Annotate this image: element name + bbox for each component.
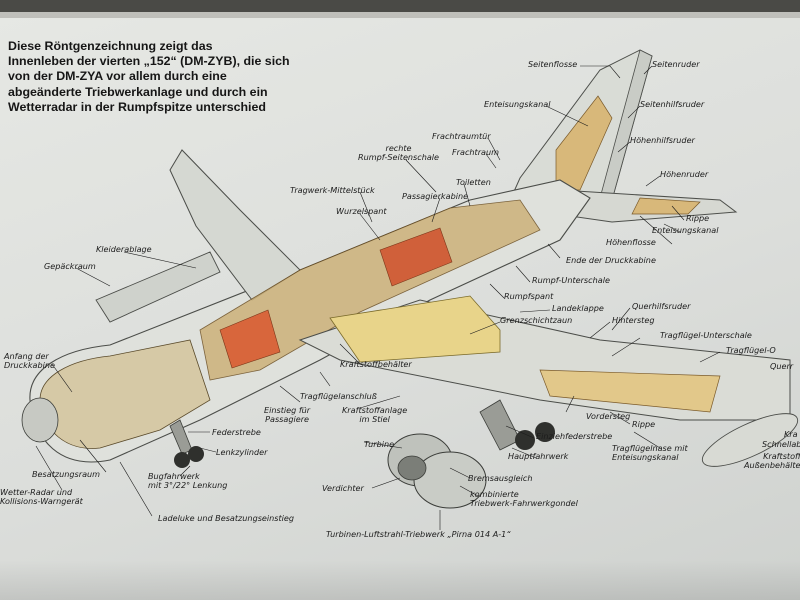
intro-line: von der DM-ZYA vor allem durch eine bbox=[8, 69, 227, 84]
label-line: Tragflügelnase mit bbox=[612, 443, 688, 453]
label-hintersteg: Hintersteg bbox=[612, 315, 655, 325]
label-einstieg-passagiere: Einstieg für Passagiere bbox=[264, 405, 311, 425]
label-line: Kraftstoffanlage bbox=[342, 405, 408, 415]
label-turbine: Turbine bbox=[364, 439, 395, 449]
label-tragfluegel-oberschale: Tragflügel-O bbox=[726, 345, 776, 355]
label-rechte-rumpf-seitenschale: rechte Rumpf-Seitenschale bbox=[358, 143, 440, 163]
label-hoehenruder: Höhenruder bbox=[660, 169, 709, 179]
label-tragfluegelnase: Tragflügelnase mit Enteisungskanal bbox=[612, 443, 688, 463]
main-wheel-1 bbox=[515, 430, 535, 450]
poster-top-edge bbox=[0, 12, 800, 18]
label-bugfahrwerk: Bugfahrwerk mit 3°/22° Lenkung bbox=[148, 471, 228, 491]
label-line: Wetter-Radar und bbox=[0, 487, 73, 497]
intro-line: Innenleben der vierten „152“ (DM-ZYB), d… bbox=[8, 54, 290, 69]
nose-wheel-2 bbox=[188, 446, 204, 462]
label-line: mit 3°/22° Lenkung bbox=[148, 480, 228, 491]
external-fuel-tank bbox=[701, 413, 799, 467]
label-line: Anfang der bbox=[4, 351, 49, 361]
label-landeklappe: Landeklappe bbox=[552, 303, 604, 313]
label-tragwerk-mittelstueck: Tragwerk-Mittelstück bbox=[290, 185, 375, 195]
label-line: rechte bbox=[385, 143, 412, 153]
label-seitenhilfsruder: Seitenhilfsruder bbox=[640, 99, 705, 109]
intro-caption: Diese Röntgenzeichnung zeigt das Innenle… bbox=[8, 39, 338, 115]
label-kombinierte-gondel: kombinierte Triebwerk-Fahrwerkgondel bbox=[470, 489, 578, 509]
label-line: Kraftstoff- bbox=[763, 451, 800, 461]
intro-line: Diese Röntgenzeichnung zeigt das bbox=[8, 39, 213, 53]
label-wetter-radar: Wetter-Radar und Kollisions-Warngerät bbox=[0, 487, 83, 507]
wing-fuel-tank bbox=[329, 295, 501, 363]
label-ende-druckkabine: Ende der Druckkabine bbox=[566, 255, 656, 265]
label-schnellablass: Schnellab bbox=[762, 439, 800, 449]
passenger-cabin-cutaway bbox=[199, 199, 541, 381]
label-einziehfederstrebe: Einziehfederstrebe bbox=[536, 431, 613, 441]
poster-top-frame bbox=[0, 0, 800, 12]
label-besatzungsraum: Besatzungsraum bbox=[32, 469, 101, 479]
main-wheel-2 bbox=[535, 422, 555, 442]
label-line: Einstieg für bbox=[264, 405, 311, 415]
label-line: Bugfahrwerk bbox=[148, 471, 200, 481]
label-seitenflosse: Seitenflosse bbox=[528, 59, 578, 69]
label-line: kombinierte bbox=[470, 489, 519, 499]
label-toiletten: Toiletten bbox=[456, 177, 491, 187]
label-rippe-tail: Rippe bbox=[686, 213, 710, 223]
poster-bottom-shade bbox=[0, 560, 800, 600]
label-line: Druckkabine bbox=[4, 360, 55, 371]
main-landing-gear bbox=[479, 399, 521, 451]
intro-line: Wetterradar in der Rumpfspitze unterschi… bbox=[8, 99, 266, 114]
label-line: im Stiel bbox=[359, 414, 390, 425]
label-kleiderablage: Kleiderablage bbox=[96, 244, 152, 254]
label-federstrebe: Federstrebe bbox=[212, 427, 261, 437]
label-enteisungskanal-fin: Enteisungskanal bbox=[484, 99, 551, 109]
label-lenkzylinder: Lenkzylinder bbox=[216, 447, 268, 457]
label-anfang-druckkabine: Anfang der Druckkabine bbox=[4, 351, 55, 371]
label-kraftstoff-truncated: Kra bbox=[784, 429, 798, 439]
label-kraftstoffanlage: Kraftstoffanlage im Stiel bbox=[342, 405, 408, 425]
label-passagierkabine: Passagierkabine bbox=[402, 191, 469, 201]
label-ladeluke: Ladeluke und Besatzungseinstieg bbox=[158, 513, 295, 523]
label-kraftstoff-aussenbehaelter: Kraftstoff- Außenbehälter bbox=[744, 451, 800, 471]
label-tragfluegelanschluss: Tragflügelanschluß bbox=[300, 391, 377, 401]
label-wurzelspant: Wurzelspant bbox=[336, 206, 387, 216]
forward-seats bbox=[219, 309, 281, 369]
label-hoehenhilfsruder: Höhenhilfsruder bbox=[630, 135, 695, 145]
engine-intake bbox=[397, 455, 427, 481]
label-seitenruder: Seitenruder bbox=[652, 59, 700, 69]
forward-engine-nacelles bbox=[95, 251, 221, 323]
wing-box-structure bbox=[539, 369, 721, 413]
label-verdichter: Verdichter bbox=[322, 483, 364, 493]
label-hauptfahrwerk: Hauptfahrwerk bbox=[508, 451, 569, 461]
intro-line: abgeänderte Triebwerkanlage und durch ei… bbox=[8, 84, 268, 99]
label-rippe-wing: Rippe bbox=[632, 419, 656, 429]
label-hoehenflosse: Höhenflosse bbox=[606, 237, 656, 247]
label-vordersteg: Vordersteg bbox=[586, 411, 631, 421]
label-line: Passagiere bbox=[265, 414, 310, 425]
leader-lines bbox=[35, 65, 721, 530]
stabilizer-de-icing-structure bbox=[631, 197, 701, 215]
label-line: Kollisions-Warngerät bbox=[0, 496, 83, 507]
label-querruder: Querr bbox=[770, 361, 794, 371]
cabin-seats bbox=[379, 227, 453, 287]
label-tragfluegel-unterschale: Tragflügel-Unterschale bbox=[660, 330, 752, 340]
label-frachtraum: Frachtraum bbox=[452, 147, 499, 157]
label-bremsausgleich: Bremsausgleich bbox=[468, 473, 533, 483]
label-line: Rumpf-Seitenschale bbox=[358, 152, 440, 163]
label-triebwerk-pirna: Turbinen-Luftstrahl-Triebwerk „Pirna 014… bbox=[326, 529, 511, 539]
label-line: Enteisungskanal bbox=[612, 452, 679, 463]
label-gepaeckraum: Gepäckraum bbox=[44, 261, 96, 271]
label-rumpf-unterschale: Rumpf-Unterschale bbox=[532, 275, 610, 285]
label-grenzschichtzaun: Grenzschichtzaun bbox=[500, 315, 573, 325]
nose-wheel-1 bbox=[174, 452, 190, 468]
label-querhilfsruder: Querhilfsruder bbox=[632, 301, 691, 311]
label-kraftstoffbehaelter: Kraftstoffbehälter bbox=[340, 359, 412, 369]
label-frachtraumtuer: Frachtraumtür bbox=[432, 131, 491, 141]
label-line: Triebwerk-Fahrwerkgondel bbox=[470, 498, 578, 509]
label-enteisungskanal-tail: Enteisungskanal bbox=[652, 225, 719, 235]
label-line: Außenbehälter bbox=[744, 460, 800, 471]
label-rumpfspant: Rumpfspant bbox=[504, 291, 554, 301]
weather-radar bbox=[21, 397, 59, 443]
